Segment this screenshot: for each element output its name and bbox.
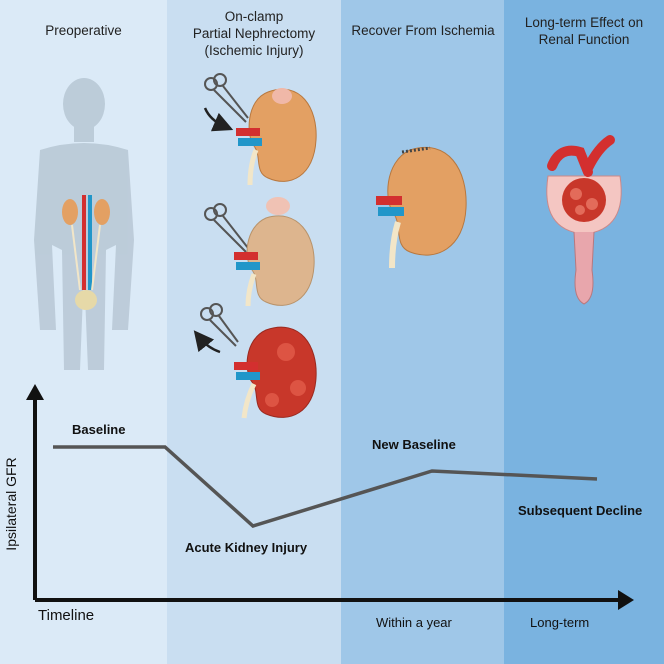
stage-title-line: Preoperative xyxy=(45,23,122,38)
stage-title-line: On-clamp xyxy=(224,9,284,24)
gfr-curve xyxy=(53,445,598,528)
stage-title-recovery: Recover From Ischemia xyxy=(338,22,508,39)
arrow-icon xyxy=(203,107,234,132)
kidney-icon xyxy=(376,146,467,269)
urinary-system-icon xyxy=(62,195,110,310)
scissors-clamp-icon xyxy=(204,73,249,123)
label-acute-kidney-injury: Acute Kidney Injury xyxy=(185,540,308,555)
stage-band-recovery xyxy=(341,0,504,664)
label-baseline: Baseline xyxy=(72,422,126,437)
label-subsequent-decline: Subsequent Decline xyxy=(518,503,643,518)
stage-title-line: Renal Function xyxy=(538,32,630,47)
arrow-icon xyxy=(193,330,221,354)
y-axis-label: Ipsilateral GFR xyxy=(3,457,19,551)
stage-title-line: Recover From Ischemia xyxy=(351,23,495,38)
stage-title-line: (Ischemic Injury) xyxy=(204,43,304,58)
stage-title-preoperative: Preoperative xyxy=(0,22,167,39)
tick-label-long-term: Long-term xyxy=(530,615,590,630)
scissors-clamp-icon xyxy=(204,203,249,253)
nephron-icon xyxy=(546,135,622,305)
x-axis-arrowhead xyxy=(618,590,634,610)
stage-title-line: Long-term Effect on xyxy=(524,15,644,30)
stage-title-long-term: Long-term Effect on Renal Function xyxy=(504,14,664,48)
tick-label-within-a-year: Within a year xyxy=(376,615,452,630)
kidney-icon xyxy=(236,88,317,186)
stage-title-line: Partial Nephrectomy xyxy=(192,26,316,41)
stage-title-on-clamp: On-clamp Partial Nephrectomy (Ischemic I… xyxy=(167,8,341,59)
label-new-baseline: New Baseline xyxy=(372,437,456,452)
kidney-icon xyxy=(234,326,317,419)
stage-band-long-term xyxy=(504,0,664,664)
scissors-clamp-icon xyxy=(200,303,239,347)
y-axis-arrowhead xyxy=(26,384,44,400)
x-axis-label: Timeline xyxy=(38,607,95,624)
kidney-icon xyxy=(234,197,315,307)
